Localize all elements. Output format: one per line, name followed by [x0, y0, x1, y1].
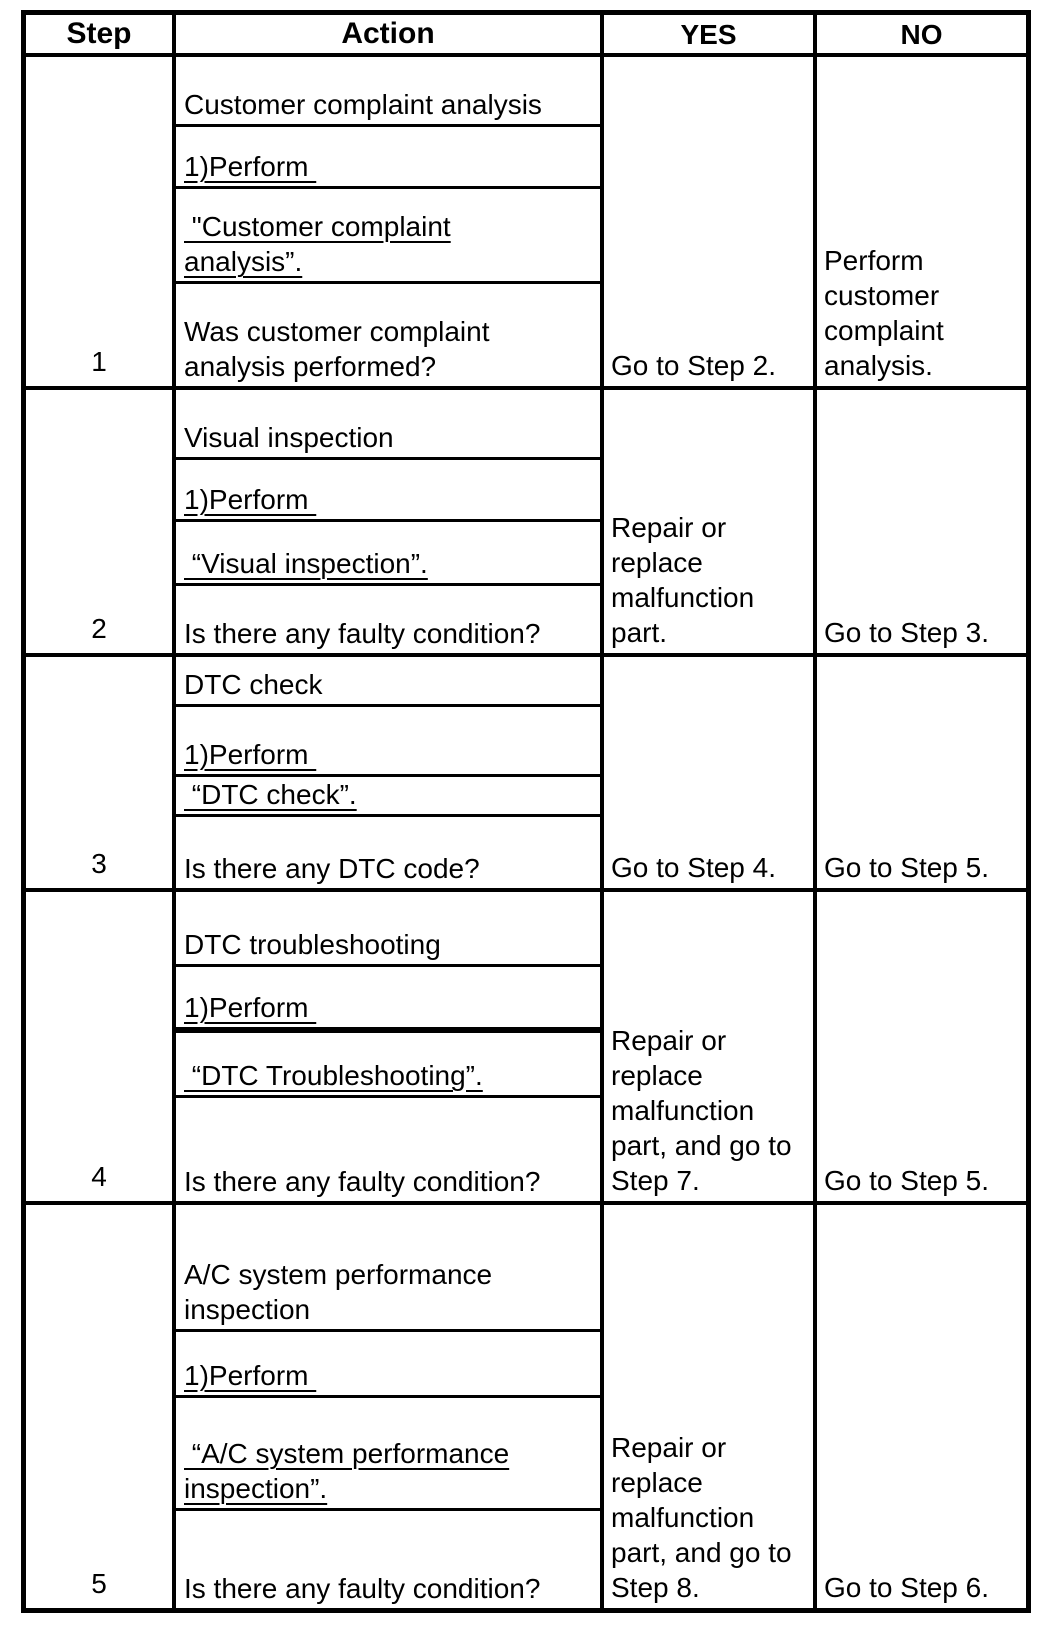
table-row-step-5: 5 A/C system performance inspection 1)Pe… — [26, 1205, 1026, 1608]
action-title: DTC troubleshooting — [176, 892, 600, 967]
troubleshooting-table: Step Action YES NO 1 Customer complaint … — [21, 10, 1031, 1613]
step-number: 2 — [26, 390, 176, 653]
header-label-no: NO — [900, 18, 943, 50]
header-cell-no: NO — [817, 15, 1026, 53]
yes-cell: Repair or replace malfunction part, and … — [604, 1205, 817, 1608]
action-question: Is there any faulty condition? — [184, 618, 541, 649]
action-link[interactable]: 1)Perform — [176, 1332, 600, 1398]
action-question: Was customer complaint analysis performe… — [184, 316, 490, 382]
header-cell-step: Step — [26, 15, 176, 53]
header-cell-action: Action — [176, 15, 604, 53]
no-cell: Perform customer complaint analysis. — [824, 245, 944, 381]
action-link[interactable]: “Visual inspection”. — [176, 522, 600, 586]
action-cell: Customer complaint analysis 1)Perform "C… — [176, 57, 604, 386]
table-header-row: Step Action YES NO — [26, 15, 1026, 57]
action-cell: A/C system performance inspection 1)Perf… — [176, 1205, 604, 1608]
action-cell: Visual inspection 1)Perform “Visual insp… — [176, 390, 604, 653]
yes-cell: Repair or replace malfunction part, and … — [604, 892, 817, 1201]
step-number: 4 — [26, 892, 176, 1201]
action-link[interactable]: "Customer complaint analysis”. — [176, 189, 600, 284]
table-row-step-4: 4 DTC troubleshooting 1)Perform “DTC Tro… — [26, 892, 1026, 1205]
no-cell: Go to Step 5. — [824, 1165, 989, 1196]
yes-cell: Go to Step 4. — [604, 657, 817, 888]
header-label-action: Action — [341, 17, 435, 50]
table-row-step-1: 1 Customer complaint analysis 1)Perform … — [26, 57, 1026, 390]
header-label-yes: YES — [680, 18, 737, 50]
action-title: DTC check — [176, 657, 600, 707]
action-link[interactable]: “A/C system performance inspection”. — [176, 1398, 600, 1511]
header-label-step: Step — [66, 17, 132, 50]
action-question: Is there any faulty condition? — [184, 1166, 541, 1197]
table-row-step-2: 2 Visual inspection 1)Perform “Visual in… — [26, 390, 1026, 657]
step-number: 5 — [26, 1205, 176, 1608]
action-link[interactable]: “DTC Troubleshooting”. — [176, 1033, 600, 1098]
action-title: Visual inspection — [176, 390, 600, 460]
action-title: Customer complaint analysis — [176, 57, 600, 127]
action-question: Is there any DTC code? — [184, 853, 480, 884]
header-cell-yes: YES — [604, 15, 817, 53]
step-number: 3 — [26, 657, 176, 888]
step-number: 1 — [26, 57, 176, 386]
action-cell: DTC check 1)Perform “DTC check”. Is ther… — [176, 657, 604, 888]
no-cell: Go to Step 3. — [824, 617, 989, 648]
action-title: A/C system performance inspection — [176, 1205, 600, 1332]
yes-cell: Repair or replace malfunction part. — [604, 390, 817, 653]
action-link[interactable]: 1)Perform — [176, 127, 600, 189]
action-link[interactable]: “DTC check”. — [176, 777, 600, 817]
action-link[interactable]: 1)Perform — [176, 967, 600, 1033]
no-cell: Go to Step 6. — [824, 1572, 989, 1603]
table-row-step-3: 3 DTC check 1)Perform “DTC check”. Is th… — [26, 657, 1026, 892]
action-link[interactable]: 1)Perform — [176, 707, 600, 777]
action-link[interactable]: 1)Perform — [176, 460, 600, 522]
action-cell: DTC troubleshooting 1)Perform “DTC Troub… — [176, 892, 604, 1201]
no-cell: Go to Step 5. — [824, 852, 989, 883]
action-question: Is there any faulty condition? — [184, 1573, 541, 1604]
yes-cell: Go to Step 2. — [604, 57, 817, 386]
